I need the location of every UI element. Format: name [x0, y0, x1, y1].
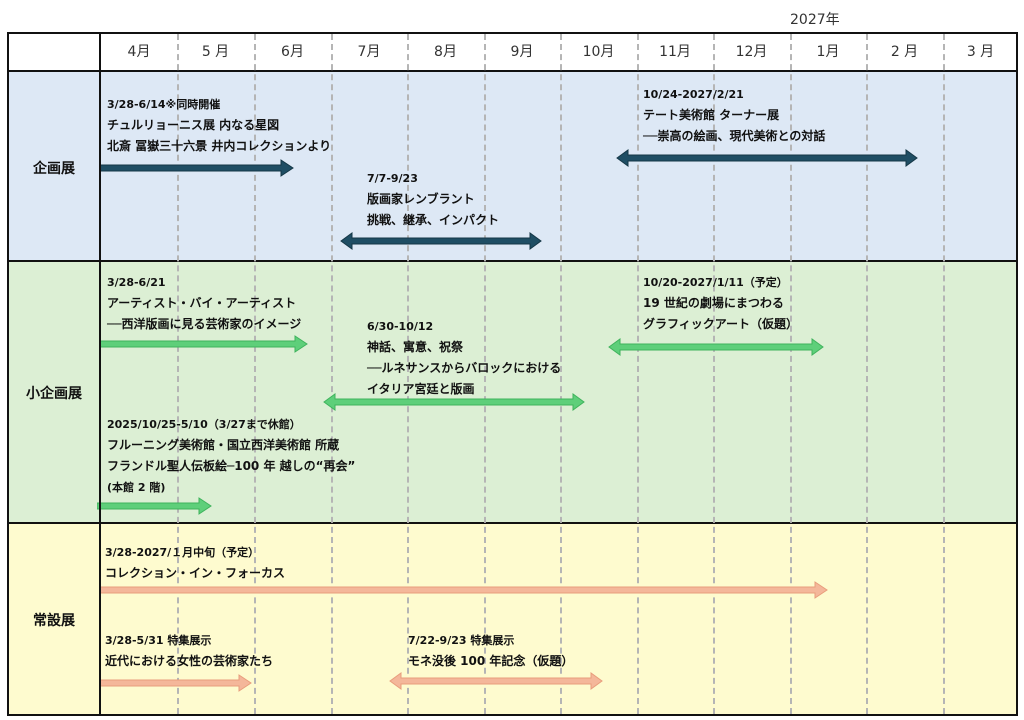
event-title: 版画家レンブラント: [367, 192, 475, 206]
row-josetsuten: 常設展 3/28-2027/１月中旬（予定） コレクション・イン・フォーカス 3…: [9, 524, 1016, 714]
event-rembrandt: 7/7-9/23 版画家レンブラント 挑戦、継承、インパクト: [367, 168, 499, 231]
event-italian-court: 6/30-10/12 神話、寓意、祝祭 ──ルネサンスからバロックにおける イタ…: [367, 316, 561, 400]
month-header: 4月: [127, 44, 151, 60]
month-header: 3 月: [966, 44, 995, 60]
arrow-right-icon: [99, 674, 252, 692]
event-title: ──西洋版画に見る芸術家のイメージ: [107, 317, 302, 331]
event-title: 挑戦、継承、インパクト: [367, 213, 500, 227]
arrow-both-icon: [340, 232, 542, 250]
event-date: 3/28-6/21: [107, 276, 166, 289]
event-date: 3/28-2027/１月中旬（予定）: [105, 546, 260, 559]
arrow-right-icon: [99, 581, 828, 599]
event-flemish-panels: 2025/10/25-5/10（3/27まで休館） フルーニング美術館・国立西洋…: [107, 414, 355, 498]
event-date: 7/22-9/23 特集展示: [408, 634, 515, 647]
label-column-divider: [99, 34, 101, 714]
event-title: 神話、寓意、祝祭: [367, 340, 464, 354]
event-date: 10/24-2027/2/21: [643, 88, 744, 101]
event-title: チュルリョーニス展 内なる星図: [107, 118, 280, 132]
arrow-both-icon: [323, 393, 585, 411]
arrow-right-icon: [97, 497, 212, 515]
month-header: 12月: [735, 44, 768, 60]
event-date: 10/20-2027/1/11（予定）: [643, 276, 788, 289]
event-title: 北斎 冨嶽三十六景 井内コレクションより: [107, 139, 332, 153]
event-note: (本館 2 階): [107, 481, 166, 494]
event-title: フランドル聖人伝板絵─100 年 越しの“再会”: [107, 459, 356, 473]
arrow-right-icon: [99, 159, 294, 177]
event-19c-theatre: 10/20-2027/1/11（予定） 19 世紀の劇場にまつわる グラフィック…: [643, 272, 798, 335]
month-header: 11月: [659, 44, 691, 60]
event-monet: 7/22-9/23 特集展示 モネ没後 100 年記念（仮題）: [408, 630, 573, 672]
event-title: アーティスト・バイ・アーティスト: [107, 296, 297, 310]
event-turner: 10/24-2027/2/21 テート美術館 ターナー展 ──崇高の絵画、現代美…: [643, 84, 825, 147]
event-ciurlionis: 3/28-6/14※同時開催 チュルリョーニス展 内なる星図 北斎 冨嶽三十六景…: [107, 94, 331, 157]
event-date: 7/7-9/23: [367, 172, 418, 185]
event-title: フルーニング美術館・国立西洋美術館 所蔵: [107, 438, 340, 452]
row-shokikakuten: 小企画展 3/28-6/21 アーティスト・バイ・アーティスト ──西洋版画に見…: [9, 262, 1016, 524]
arrow-both-icon: [616, 149, 918, 167]
month-header: 5 月: [201, 44, 230, 60]
month-header: 1月: [816, 44, 840, 60]
month-header: 9月: [510, 44, 534, 60]
row-kikakuten: 企画展 3/28-6/14※同時開催 チュルリョーニス展 内なる星図 北斎 冨嶽…: [9, 72, 1016, 262]
event-title: グラフィックアート（仮題）: [643, 317, 799, 331]
event-date: 3/28-6/14※同時開催: [107, 98, 221, 111]
event-date: 6/30-10/12: [367, 320, 434, 333]
event-title: ──崇高の絵画、現代美術との対話: [643, 129, 826, 143]
row-label: 常設展: [33, 613, 75, 629]
month-header: 6月: [281, 44, 304, 60]
arrow-right-icon: [99, 335, 308, 353]
month-header: 8月: [434, 44, 457, 60]
event-date: 3/28-5/31 特集展示: [105, 634, 212, 647]
event-title: モネ没後 100 年記念（仮題）: [408, 654, 574, 668]
event-date: 2025/10/25-5/10（3/27まで休館）: [107, 418, 301, 431]
event-title: テート美術館 ターナー展: [643, 108, 780, 122]
year-label: 2027年: [790, 12, 840, 28]
arrow-both-icon: [608, 338, 824, 356]
event-women-artists: 3/28-5/31 特集展示 近代における女性の芸術家たち: [105, 630, 273, 672]
month-header-row: 4月 5 月 6月 7月 8月 9月 10月 11月 12月 1月 2 月 3 …: [9, 34, 1016, 72]
event-title: ──ルネサンスからバロックにおける: [367, 361, 562, 375]
row-label: 小企画展: [26, 386, 82, 402]
event-title: イタリア宮廷と版画: [367, 382, 475, 396]
event-title: コレクション・イン・フォーカス: [105, 566, 286, 580]
exhibition-schedule-table: 4月 5 月 6月 7月 8月 9月 10月 11月 12月 1月 2 月 3 …: [7, 32, 1018, 716]
month-header: 2 月: [890, 44, 919, 60]
event-title: 19 世紀の劇場にまつわる: [643, 296, 784, 310]
event-artist-by-artist: 3/28-6/21 アーティスト・バイ・アーティスト ──西洋版画に見る芸術家の…: [107, 272, 301, 335]
row-label: 企画展: [33, 161, 75, 177]
month-header: 10月: [582, 44, 615, 60]
month-header: 7月: [357, 44, 381, 60]
event-title: 近代における女性の芸術家たち: [105, 654, 274, 668]
arrow-both-icon: [389, 672, 603, 690]
event-collection-in-focus: 3/28-2027/１月中旬（予定） コレクション・イン・フォーカス: [105, 542, 285, 584]
